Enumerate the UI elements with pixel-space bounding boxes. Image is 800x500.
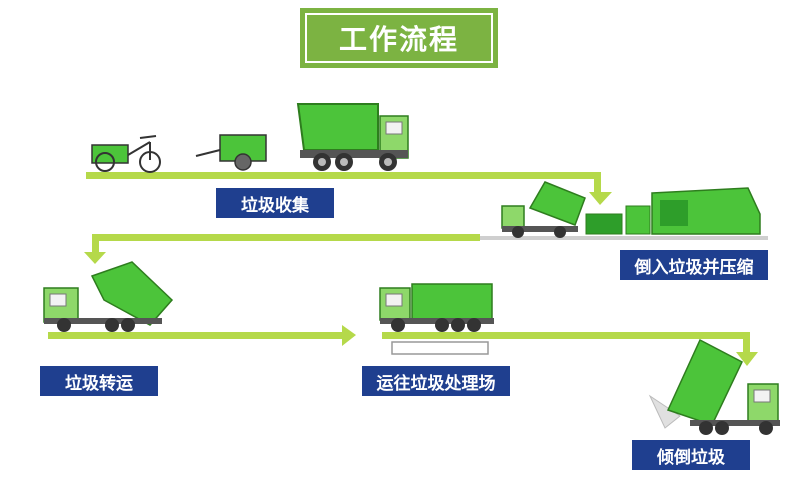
flow-arrow-1: [86, 172, 612, 205]
ground-strip: [480, 236, 768, 240]
transfer-truck-icon: [43, 261, 174, 332]
step-label-compress: 倒入垃圾并压缩: [620, 250, 768, 280]
dumping-truck-icon: [648, 338, 780, 435]
flow-arrow-4: [382, 332, 758, 366]
step-label-transport: 运往垃圾处理场: [362, 366, 510, 396]
flow-arrow-2: [84, 234, 480, 264]
compressor-station-icon: [585, 187, 761, 235]
dump-truck-icon: [296, 103, 409, 171]
step-label-collect: 垃圾收集: [216, 188, 334, 218]
title-box: 工作流程: [300, 8, 498, 68]
flow-arrow-3: [48, 325, 356, 346]
container-truck-icon: [379, 283, 494, 355]
title-frame: 工作流程: [305, 13, 493, 63]
step-label-dump: 倾倒垃圾: [632, 440, 750, 470]
tricycle-icon: [91, 135, 161, 173]
page-title: 工作流程: [338, 23, 459, 56]
hand-cart-icon: [195, 134, 267, 171]
tipping-truck-icon: [501, 181, 586, 238]
step-label-transfer: 垃圾转运: [40, 366, 158, 396]
